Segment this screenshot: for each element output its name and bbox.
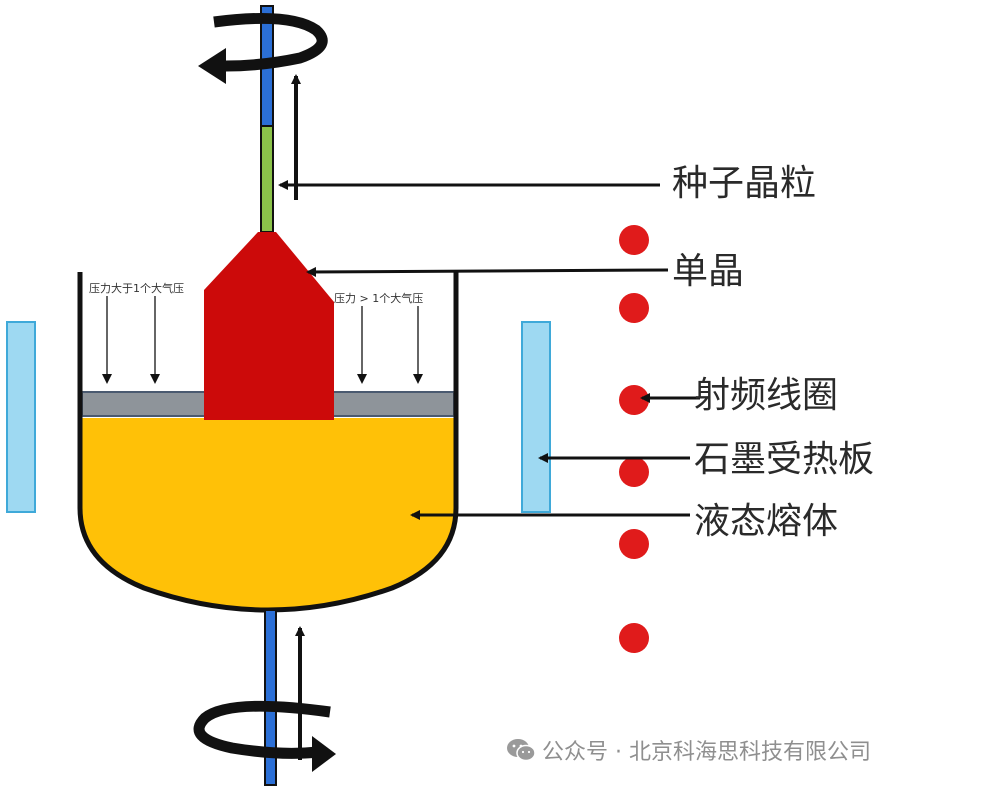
rf-coil-dot <box>619 457 649 487</box>
liquid-melt <box>82 418 454 608</box>
label-graphite-susceptor: 石墨受热板 <box>694 439 875 480</box>
lower-shaft <box>264 609 277 786</box>
label-rf-coil: 射频线圈 <box>694 375 839 416</box>
label-single-crystal: 单晶 <box>672 251 745 292</box>
wechat-icon <box>507 739 536 762</box>
label-liquid-melt: 液态熔体 <box>694 501 839 542</box>
pressure-label-right: 压力 > 1个大气压 <box>334 292 424 305</box>
rf-coil-dot <box>619 225 649 255</box>
seed-crystal <box>260 125 274 233</box>
graphite-susceptor-left <box>6 321 36 513</box>
watermark-text: 公众号 · 北京科海思科技有限公司 <box>542 740 871 765</box>
upper-rotation-arrowhead <box>198 48 226 84</box>
lower-rotation-arrow <box>193 700 331 759</box>
rf-coil-dot <box>619 385 649 415</box>
watermark: 公众号 · 北京科海思科技有限公司 <box>506 736 871 765</box>
label-seed-crystal: 种子晶粒 <box>672 163 817 204</box>
single-crystal <box>204 232 334 420</box>
graphite-susceptor-right <box>521 321 551 513</box>
rf-coil-dot <box>619 529 649 559</box>
pressure-label-left: 压力大于1个大气压 <box>89 282 184 295</box>
lower-rotation-arrowhead <box>312 736 336 772</box>
rf-coil-dot <box>619 293 649 323</box>
rf-coil-dot <box>619 623 649 653</box>
upper-rotation-arrow <box>213 12 328 72</box>
single-crystal-leader <box>306 266 669 277</box>
